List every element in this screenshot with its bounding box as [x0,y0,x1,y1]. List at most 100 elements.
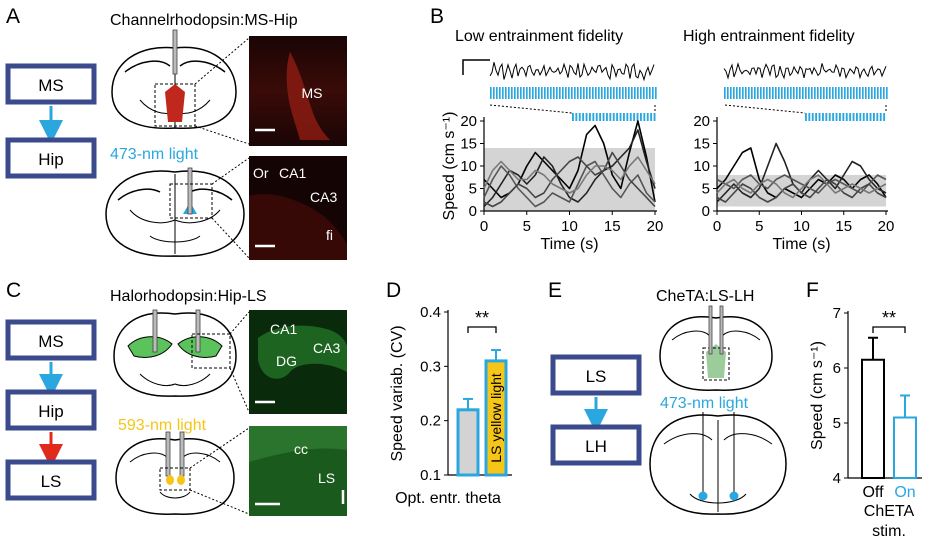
stim-pulse [790,87,792,99]
stim-pulse [643,87,645,99]
stim-pulse [610,87,612,99]
stim-pulse [595,113,598,121]
stim-pulse [633,113,636,121]
stim-pulse [751,87,753,99]
yellow-light-right [177,475,185,485]
brain-section-ls-e [659,316,773,391]
stim-pulse [822,113,824,121]
stim-pulse [496,87,498,99]
stim-pulse [832,113,835,121]
stim-pulse [650,113,653,121]
stim-pulse [592,113,595,121]
stim-pulse [835,113,838,121]
y-axis-label: Speed (cm s⁻¹) [809,341,826,450]
speed-series-line [483,160,656,208]
or-label: Or [253,165,269,181]
panel-letter-e: E [548,279,562,302]
optic-fiber-a2 [187,167,193,215]
blue-light-left-e [698,491,708,501]
stim-pulse [493,87,495,99]
stim-pulse [754,87,756,99]
stim-pulse [823,87,825,99]
brain-section-ls-c [115,438,235,515]
zoom-line-a2-top [211,157,250,185]
stim-pulse [601,87,603,99]
ms-roi-box [154,83,196,127]
significance-stars: ** [475,308,489,328]
stim-pulse [793,87,795,99]
y-tick-label: 5 [702,181,710,198]
zoom-line-c1-bottom [229,367,250,413]
stim-pulse [784,87,786,99]
stim-pulse [817,87,819,99]
stim-pulse [622,87,624,99]
fi-label: fi [326,227,333,243]
stim-pulse [781,87,783,99]
stim-pulse [629,113,632,121]
bar [861,358,885,479]
x-category-label: On [894,484,915,501]
hip-left-green [127,336,173,358]
y-tick-label: 5 [833,415,841,432]
stim-pulse [637,87,639,99]
micrograph-ms-label: MS [302,85,323,101]
yellow-light-left [166,475,174,485]
stim-pulse [553,87,555,99]
stim-pulse [634,87,636,99]
stim-pulse [599,113,602,121]
optic-fiber-c4 [179,431,185,477]
panel-b-left-title: Low entrainment fidelity [455,28,623,45]
panel-letter-b: B [430,5,444,28]
stim-pulse [869,113,872,121]
box-hip-a-label: Hip [38,150,64,169]
zoom-line-c1-top [229,311,250,335]
zoom-line-c2-bottom [189,489,250,515]
stim-pulse [646,113,649,121]
stim-pulse [802,87,804,99]
x-tick-label: 0 [713,218,721,235]
lfp-path [489,62,655,82]
stim-pulse [880,87,882,99]
stim-pulses-high [724,87,888,121]
stim-pulse [844,87,846,99]
speed-series-line [483,151,656,208]
stim-pulse [733,87,735,99]
stim-pulse [517,87,519,99]
optic-fiber-c1 [152,309,158,353]
stim-pulse [814,87,816,99]
stim-zoom-line-high-a [724,104,806,114]
y-tick-label: 0.1 [420,467,441,484]
stim-pulse [859,113,862,121]
ls-roi-box-c [159,467,191,491]
stim-pulse [766,87,768,99]
stim-pulse [526,87,528,99]
ca1-label-a: CA1 [279,165,306,181]
y-axis-label: Speed variab. (CV) [389,325,406,461]
x-axis-label-line2: stim. [872,523,906,540]
x-tick-label: 5 [523,218,531,235]
stim-pulse [808,87,810,99]
ca3-label-a: CA3 [310,189,337,205]
stim-pulse [763,87,765,99]
box-hip-a [5,137,97,179]
x-tick-label: 20 [647,218,664,235]
optic-fiber-e1 [708,305,713,355]
light-label-e: 473-nm light [660,395,749,412]
stim-pulse [583,87,585,99]
box-ms-a-label: MS [38,76,64,95]
cc-label: cc [294,441,308,457]
stim-pulse [595,87,597,99]
stim-pulse [574,87,576,99]
stim-pulse [649,87,651,99]
stim-pulse [815,113,818,121]
y-tick-label: 15 [460,136,477,153]
stim-pulse [562,87,564,99]
stim-pulse [873,113,875,121]
stim-pulse [556,87,558,99]
significance-bracket [872,326,906,333]
ca3-label-c: CA3 [313,340,340,356]
stim-pulse [849,113,852,121]
panel-letter-a: A [6,5,20,28]
